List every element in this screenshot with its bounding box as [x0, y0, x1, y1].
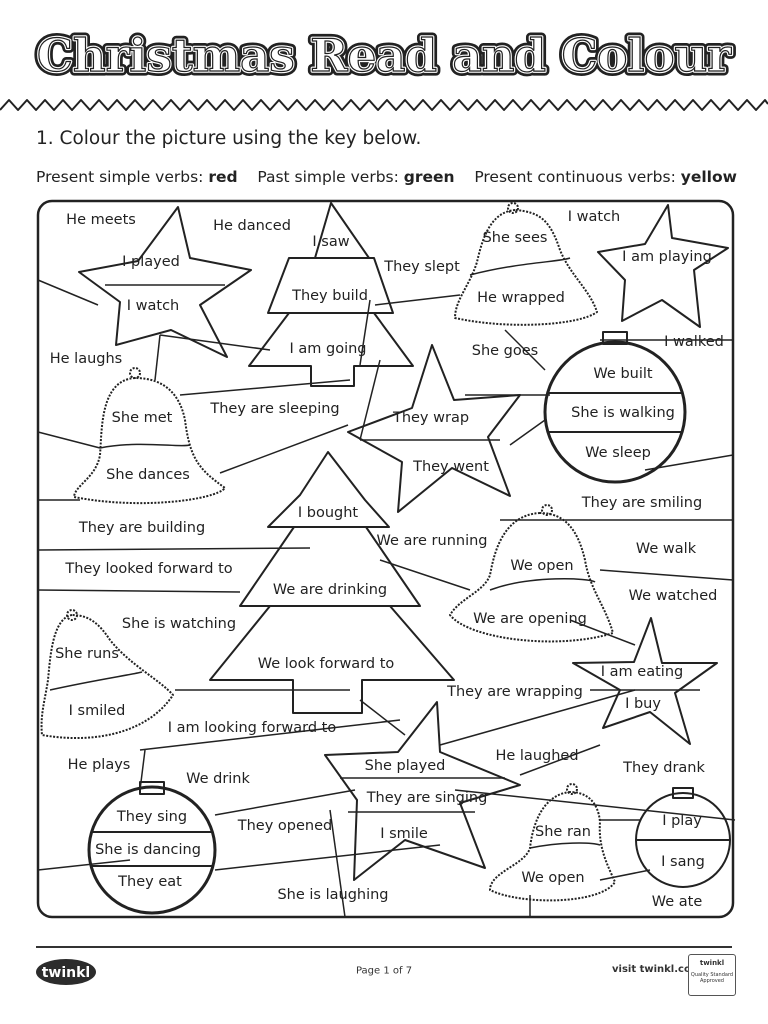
word-label: She sees	[482, 230, 548, 246]
word-label: We ate	[651, 894, 703, 910]
word-label: He danced	[213, 218, 291, 234]
visit-link[interactable]: visit twinkl.com	[612, 964, 702, 975]
star-shape	[324, 701, 521, 881]
word-label: She runs	[55, 646, 119, 662]
word-label: We open	[521, 870, 585, 886]
tree-shape	[239, 526, 421, 607]
word-label: I saw	[312, 234, 350, 250]
footer-divider	[36, 946, 732, 948]
zigzag-divider	[0, 99, 768, 111]
word-label: They looked forward to	[65, 561, 233, 577]
word-label: We built	[593, 366, 653, 382]
present-continuous-colour: yellow	[680, 168, 737, 186]
word-label: They eat	[118, 874, 182, 890]
word-label: I smile	[380, 826, 428, 842]
word-label: They are smiling	[581, 495, 703, 511]
badge-logo: twinkl	[699, 959, 725, 967]
word-label: She is walking	[571, 405, 675, 421]
word-label: She ran	[535, 824, 591, 840]
bell-shape	[40, 202, 616, 902]
tree-shape	[248, 312, 414, 387]
word-label: She goes	[471, 343, 539, 359]
word-label: We look forward to	[257, 656, 395, 672]
word-label: We are opening	[473, 611, 587, 627]
badge-text: Quality Standard Approved	[690, 972, 734, 984]
word-label: I smiled	[68, 703, 126, 719]
word-label: We are running	[376, 533, 488, 549]
word-label: I buy	[625, 696, 661, 712]
word-label: They build	[292, 288, 368, 304]
present-simple-label: Present simple verbs:	[36, 168, 204, 186]
bauble-shape	[87, 785, 217, 915]
bauble-shape	[635, 792, 731, 888]
word-label: They sing	[116, 809, 188, 825]
word-label: They wrap	[392, 410, 470, 426]
twinkl-logo: twinkl	[36, 959, 96, 985]
word-label: We open	[510, 558, 574, 574]
past-simple-label: Past simple verbs:	[257, 168, 399, 186]
word-label: She met	[111, 410, 173, 426]
tree-shape	[267, 257, 394, 314]
word-label: We walk	[635, 541, 697, 557]
word-label: They slept	[384, 259, 460, 275]
word-label: I am looking forward to	[167, 720, 337, 736]
word-label: They are building	[78, 520, 206, 536]
word-label: They went	[413, 459, 489, 475]
word-label: I watch	[567, 209, 621, 225]
present-simple-colour: red	[208, 168, 238, 186]
word-label: We are drinking	[272, 582, 388, 598]
word-label: I played	[122, 254, 180, 270]
title-outline: Christmas Read and Colour	[37, 29, 732, 82]
word-label: We watched	[628, 588, 718, 604]
word-label: I watch	[126, 298, 180, 314]
past-simple-colour: green	[403, 168, 455, 186]
word-label: He laughs	[49, 351, 123, 367]
word-label: She dances	[106, 467, 190, 483]
bauble-shape	[543, 340, 687, 484]
word-label: He wrapped	[477, 290, 565, 306]
word-label: We drink	[186, 771, 250, 787]
title-text: Christmas Read and Colour	[37, 29, 732, 82]
word-label: I am going	[289, 341, 367, 357]
title-inner: Christmas Read and Colour	[37, 29, 732, 82]
word-label: I walked	[664, 334, 724, 350]
star-shape	[572, 617, 718, 745]
word-label: He plays	[67, 757, 131, 773]
page-title: Christmas Read and Colour Christmas Read…	[33, 25, 737, 87]
tree-shape	[209, 605, 455, 714]
colour-key: Present simple verbs: red Past simple ve…	[36, 168, 737, 186]
word-label: He meets	[66, 212, 136, 228]
word-label: They opened	[237, 818, 333, 834]
word-label: I sang	[661, 854, 705, 870]
svg-text:twinkl: twinkl	[42, 965, 91, 981]
word-label: They are wrapping	[447, 684, 583, 700]
picture-border	[36, 199, 735, 919]
word-label: I bought	[297, 505, 359, 521]
word-label: He laughed	[495, 748, 579, 764]
word-label: I play	[662, 813, 702, 829]
word-label: We sleep	[585, 445, 651, 461]
word-label: They are singing	[366, 790, 488, 806]
star-shape	[78, 206, 252, 358]
star-shape	[347, 344, 521, 513]
word-label: I am playing	[622, 249, 712, 265]
word-label: She is dancing	[95, 842, 201, 858]
word-label: They drank	[623, 760, 705, 776]
page-number: Page 1 of 7	[355, 965, 413, 977]
instruction: 1. Colour the picture using the key belo…	[36, 128, 422, 149]
word-label: They are sleeping	[210, 401, 340, 417]
quality-badge: twinkl Quality Standard Approved	[688, 954, 736, 996]
star-shape	[597, 204, 729, 328]
word-label: She is watching	[121, 616, 237, 632]
word-label: She played	[364, 758, 446, 774]
word-label: She is laughing	[277, 887, 389, 903]
word-label: I am eating	[600, 664, 684, 680]
present-continuous-label: Present continuous verbs:	[474, 168, 676, 186]
